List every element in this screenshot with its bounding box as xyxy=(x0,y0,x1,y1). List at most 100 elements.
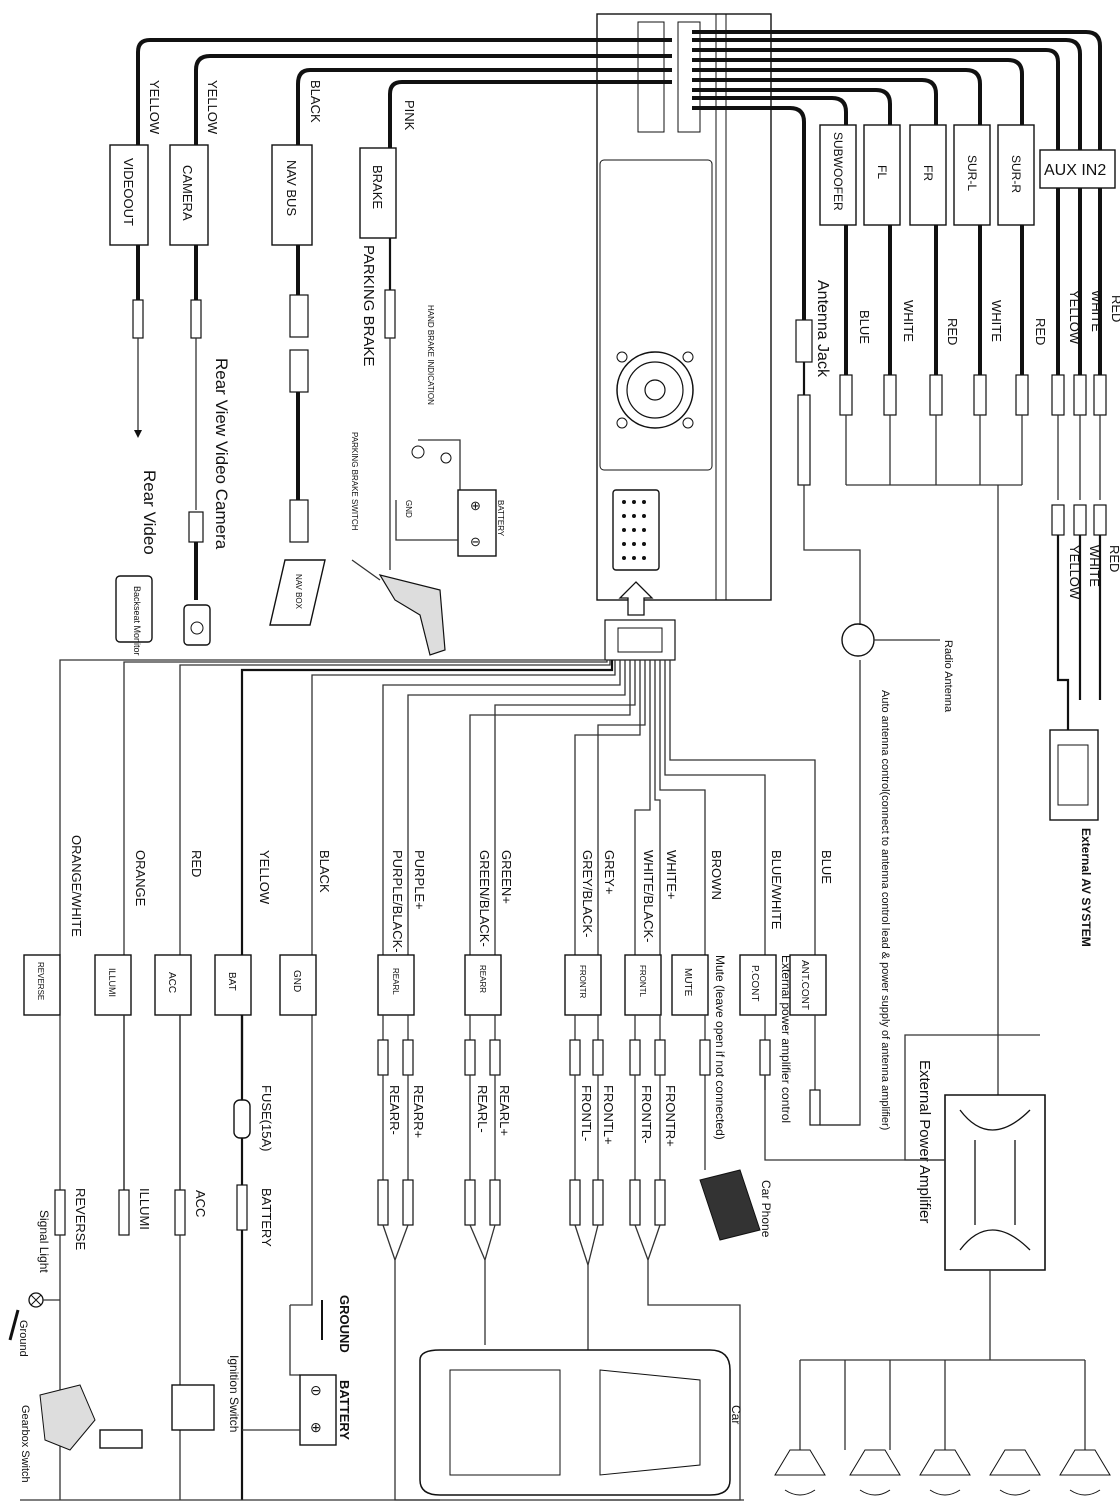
brake-box xyxy=(359,147,397,239)
subwoofer-color: BLUE xyxy=(857,310,872,344)
power-section: FUSE(15A) BATTERY ACC ILLUMI REVERSE GRO… xyxy=(8,1015,744,1501)
ignition-label: Ignition Switch xyxy=(227,1355,241,1432)
frontr-color-a: GREY+ xyxy=(602,850,617,894)
antenna-group: Antenna Jack Radio Antenna Auto antenna … xyxy=(795,280,954,1130)
battery-minus: ⊖ xyxy=(470,534,481,549)
rearl-color-b: PURPLE/BLACK- xyxy=(390,850,405,953)
gearbox-icon xyxy=(39,1384,96,1451)
gearbox-label: Gearbox Switch xyxy=(19,1405,31,1483)
nav-box-label: NAV BOX xyxy=(294,574,303,610)
harness-color-labels: BLUE BLUE/WHITE BROWN WHITE+ WHITE/BLACK… xyxy=(69,835,834,953)
rearr-box xyxy=(464,954,502,1016)
aux-group: AUX IN2 RED WHITE YELLOW RED WHITE YELLO… xyxy=(1039,149,1120,947)
gnd-box xyxy=(279,954,317,1016)
sur-r-box xyxy=(997,124,1035,226)
illumi-label: ILLUMI xyxy=(107,968,117,997)
parking-brake-switch-label: PARKING BRAKE SWITCH xyxy=(350,432,359,531)
frontr-label: FRONTR xyxy=(578,965,587,999)
speaker-end-labels: FRONTR+ FRONTR- FRONTL+ FRONTL- REARL+ R… xyxy=(387,1085,678,1147)
head-unit xyxy=(596,13,772,661)
car-battery-plus: ⊕ xyxy=(310,1419,322,1435)
aux-color-yellow: YELLOW xyxy=(1067,290,1082,345)
harness-socket-icon xyxy=(612,489,660,571)
mute-box xyxy=(671,954,709,1016)
bat-box xyxy=(214,954,252,1016)
nav-bus-group: BLACK NAV BUS NAV BOX xyxy=(269,80,326,626)
frontr-color-b: GREY/BLACK- xyxy=(580,850,595,937)
parking-brake-label: PARKING BRAKE xyxy=(360,245,377,366)
backseat-monitor-icon xyxy=(115,575,153,643)
speakers xyxy=(774,1449,1111,1496)
reverse-label: REVERSE xyxy=(36,962,45,1000)
aux2-color-white: WHITE xyxy=(1087,545,1102,587)
rearl-end-a: REARR+ xyxy=(411,1085,426,1138)
videoout-box xyxy=(109,144,149,246)
rearr-end-b: REARL- xyxy=(475,1085,490,1133)
aux-in2-box xyxy=(1039,149,1116,189)
fl-box xyxy=(863,124,901,226)
top-right-wires xyxy=(692,30,1102,320)
acc-end-label: ACC xyxy=(193,1190,208,1217)
car-battery-minus: ⊖ xyxy=(310,1382,322,1398)
sur-r-label: SUR-R xyxy=(1009,155,1023,193)
bat-color: YELLOW xyxy=(257,850,272,905)
fr-color: RED xyxy=(945,318,960,345)
aux2-color-red: RED xyxy=(1107,545,1120,572)
aux2-color-yellow: YELLOW xyxy=(1067,545,1082,600)
brake-color-label: PINK xyxy=(402,100,417,131)
camera-group: YELLOW CAMERA Rear View Video Camera xyxy=(169,80,231,646)
top-left-wires xyxy=(136,38,672,148)
backseat-monitor-label: Backseat Monitor xyxy=(132,586,142,656)
illumi-color: ORANGE xyxy=(133,850,148,907)
ant-cont-color: BLUE xyxy=(819,850,834,884)
harness-wires xyxy=(59,659,816,1300)
fr-box xyxy=(909,124,947,226)
car-icon: Car xyxy=(419,1349,743,1496)
battery-small-box xyxy=(457,489,497,557)
camera-box xyxy=(169,144,209,246)
aux-in2-label: AUX IN2 xyxy=(1044,162,1106,179)
bat-label: BAT xyxy=(226,972,237,991)
sur-l-color: WHITE xyxy=(989,300,1004,342)
rearl-box xyxy=(377,954,415,1016)
frontl-end-a: FRONTR+ xyxy=(663,1085,678,1147)
radio-antenna-icon xyxy=(841,623,875,657)
ground-small-label: Ground xyxy=(17,1320,29,1357)
videoout-group: YELLOW VIDEOOUT Rear Video Backseat Moni… xyxy=(109,80,162,656)
rearr-color-a: GREEN+ xyxy=(499,850,514,904)
car-phone-icon xyxy=(699,1169,761,1241)
fr-label: FR xyxy=(921,165,935,181)
mute-label: MUTE xyxy=(682,968,693,997)
sur-r-color: RED xyxy=(1033,318,1048,345)
fuse-icon xyxy=(233,1099,251,1139)
frontr-end-b: FRONTL- xyxy=(579,1085,594,1141)
speaker-icon xyxy=(919,1449,971,1496)
rear-view-camera-label: Rear View Video Camera xyxy=(212,358,231,550)
acc-box xyxy=(154,954,192,1016)
frontl-end-b: FRONTR- xyxy=(639,1085,654,1144)
reverse-color: ORANGE/WHITE xyxy=(69,835,84,937)
gnd-small-label: GND xyxy=(404,500,413,518)
rearl-color-a: PURPLE+ xyxy=(412,850,427,910)
amplifier-group: External Power Amplifier xyxy=(799,1034,1086,1450)
aux-color-white: WHITE xyxy=(1089,290,1104,332)
ground-label: GROUND xyxy=(337,1295,352,1353)
illumi-box xyxy=(94,954,132,1016)
auto-antenna-note: Auto antenna control(connect to antenna … xyxy=(879,690,891,1130)
frontl-color-a: WHITE+ xyxy=(664,850,679,899)
subwoofer-box xyxy=(819,124,857,226)
fl-label: FL xyxy=(875,165,889,179)
nav-bus-label: NAV BUS xyxy=(284,160,299,216)
battery-plus: ⊕ xyxy=(470,498,481,513)
audio-outputs: SUBWOOFER FL FR SUR-L SUR-R BLUE WHITE R… xyxy=(819,124,1048,1095)
sur-l-label: SUR-L xyxy=(965,155,979,191)
harness-plug xyxy=(604,619,676,661)
fuse-label: FUSE(15A) xyxy=(259,1085,274,1151)
nav-bus-color-label: BLACK xyxy=(308,80,323,123)
car-phone-label: Car Phone xyxy=(759,1180,773,1238)
fl-color: WHITE xyxy=(901,300,916,342)
camera-color-label: YELLOW xyxy=(205,80,220,135)
mute-color: BROWN xyxy=(709,850,724,900)
p-cont-label: P.CONT xyxy=(749,965,760,1002)
